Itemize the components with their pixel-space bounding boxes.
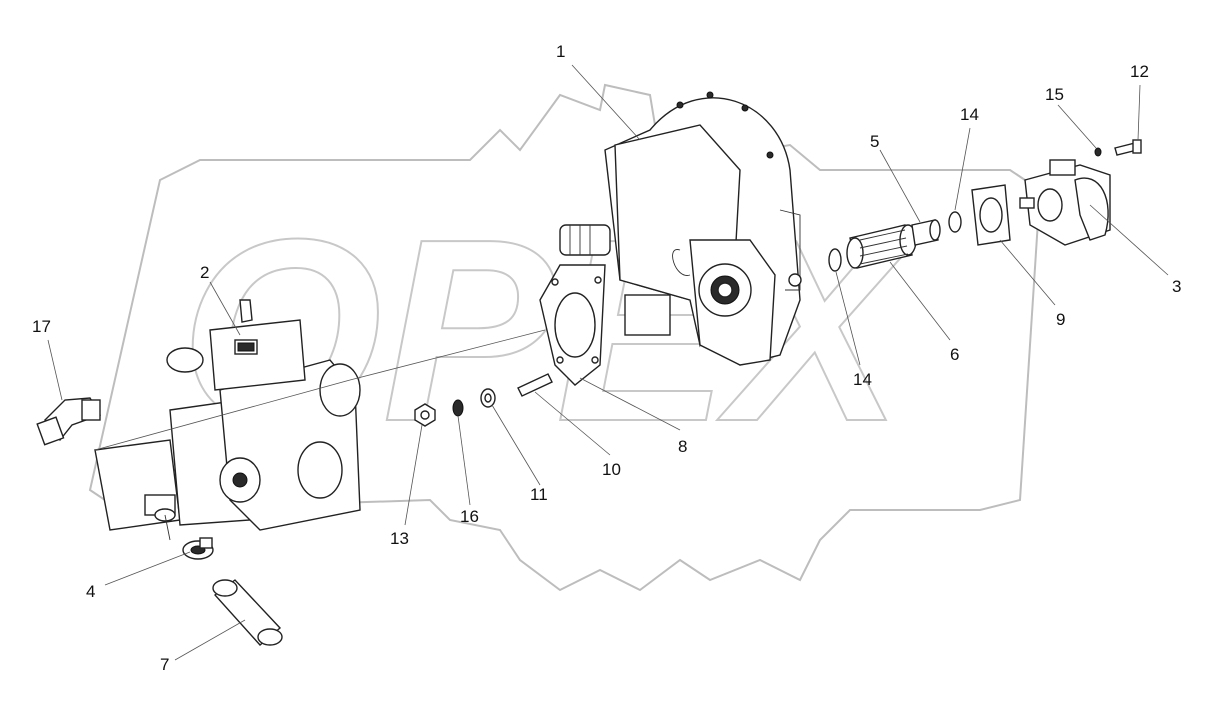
callout-1: 1 xyxy=(556,42,565,61)
callout-15: 15 xyxy=(1045,85,1064,104)
small-washer xyxy=(1094,147,1102,157)
hardware-washer xyxy=(480,388,496,408)
callout-9: 9 xyxy=(1056,310,1065,329)
callout-2: 2 xyxy=(200,263,209,282)
flange-plate xyxy=(971,184,1011,246)
callout-3: 3 xyxy=(1172,277,1181,296)
callout-4: 4 xyxy=(86,582,95,601)
hose-clamp xyxy=(182,537,214,560)
callouts: 1 2 3 4 5 6 7 8 9 10 11 12 13 14 14 15 1… xyxy=(32,42,1181,674)
hydraulic-pump xyxy=(94,299,361,541)
callout-13: 13 xyxy=(390,529,409,548)
hydraulic-motor xyxy=(1019,159,1111,246)
hose xyxy=(212,579,283,646)
callout-6: 6 xyxy=(950,345,959,364)
hardware-stud xyxy=(517,373,553,397)
bushing xyxy=(911,219,941,246)
callout-5: 5 xyxy=(870,132,879,151)
leader-lines xyxy=(47,64,1169,661)
callout-14-bottom: 14 xyxy=(853,370,872,389)
callout-17: 17 xyxy=(32,317,51,336)
watermark-gear xyxy=(88,83,1042,592)
callout-10: 10 xyxy=(602,460,621,479)
elbow-fitting xyxy=(36,397,102,446)
hardware-spring-washer xyxy=(452,399,464,417)
splined-shaft xyxy=(846,224,917,269)
o-ring-right xyxy=(948,211,962,233)
gasket xyxy=(539,264,606,386)
o-ring-left xyxy=(828,248,842,272)
callout-7: 7 xyxy=(160,655,169,674)
callout-12: 12 xyxy=(1130,62,1149,81)
hardware-nut xyxy=(414,403,436,427)
callout-14-top: 14 xyxy=(960,105,979,124)
bolt xyxy=(1114,139,1142,156)
callout-16: 16 xyxy=(460,507,479,526)
callout-8: 8 xyxy=(678,437,687,456)
callout-11: 11 xyxy=(530,485,548,504)
gearbox-housing xyxy=(559,91,802,366)
